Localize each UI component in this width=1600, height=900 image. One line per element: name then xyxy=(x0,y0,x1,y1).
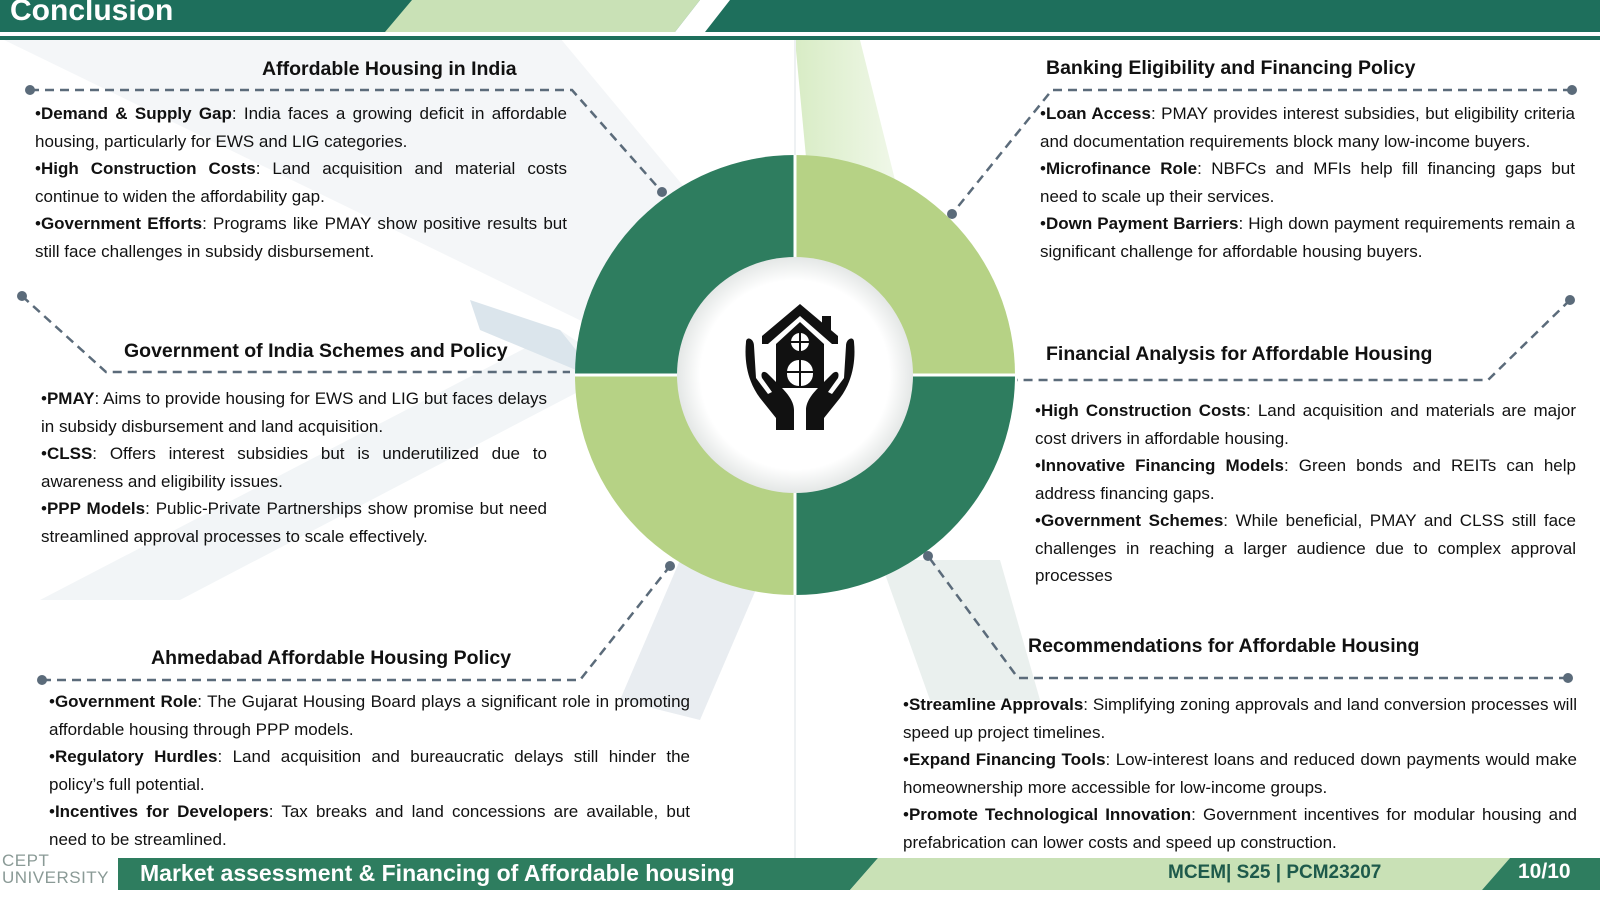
bullet-item: •High Construction Costs: Land acquisiti… xyxy=(35,159,567,206)
bg-ray xyxy=(620,560,760,720)
section-title-recommendations: Recommendations for Affordable Housing xyxy=(1028,635,1420,657)
section-title-banking: Banking Eligibility and Financing Policy xyxy=(1046,57,1416,79)
dashed-connectors xyxy=(21,88,1572,682)
section-title-ahmedabad: Ahmedabad Affordable Housing Policy xyxy=(151,647,512,669)
logo-line-1: CEPT xyxy=(2,851,50,870)
bullet-item: •Regulatory Hurdles: Land acquisition an… xyxy=(49,747,691,794)
section-body-govt-schemes: •PMAY: Aims to provide housing for EWS a… xyxy=(41,385,547,550)
section-body-ahmedabad: •Government Role: The Gujarat Housing Bo… xyxy=(49,688,690,853)
bg-ray xyxy=(0,38,720,330)
bullet-item: •CLSS: Offers interest subsidies but is … xyxy=(41,444,547,491)
bullet-item: •Microfinance Role: NBFCs and MFIs help … xyxy=(1040,159,1575,206)
bullet-item: •Government Role: The Gujarat Housing Bo… xyxy=(49,692,690,739)
bullet-item: •Incentives for Developers: Tax breaks a… xyxy=(49,802,691,849)
bullet-item: •High Construction Costs: Land acquisiti… xyxy=(1035,401,1576,448)
footer-course-code: MCEM| S25 | PCM23207 xyxy=(1168,862,1382,883)
house-in-hands-icon xyxy=(745,304,855,430)
bullet-item: •Innovative Financing Models: Green bond… xyxy=(1035,456,1576,503)
bullet-item: •PMAY: Aims to provide housing for EWS a… xyxy=(41,389,547,436)
header-bar xyxy=(0,0,1600,40)
cept-university-logo: CEPT UNIVERSITY xyxy=(0,851,116,891)
section-body-banking: •Loan Access: PMAY provides interest sub… xyxy=(1040,100,1575,265)
bullet-item: •Promote Technological Innovation: Gover… xyxy=(903,805,1577,852)
page-title: Conclusion xyxy=(10,0,174,27)
bullet-item: •Government Schemes: While beneficial, P… xyxy=(1035,511,1576,585)
section-body-recommendations: •Streamline Approvals: Simplifying zonin… xyxy=(903,691,1577,856)
footer-presentation-title: Market assessment & Financing of Afforda… xyxy=(140,860,735,886)
bg-ray xyxy=(880,560,1040,700)
logo-line-2: UNIVERSITY xyxy=(2,868,110,887)
bullet-item: •Down Payment Barriers: High down paymen… xyxy=(1040,214,1575,261)
bullet-item: •Loan Access: PMAY provides interest sub… xyxy=(1040,104,1576,151)
section-title-financial-analysis: Financial Analysis for Affordable Housin… xyxy=(1046,343,1433,365)
bullet-item: •PPP Models: Public-Private Partnerships… xyxy=(41,499,548,546)
bullet-item: •Expand Financing Tools: Low-interest lo… xyxy=(903,750,1577,797)
bg-ray xyxy=(470,300,600,380)
bullet-item: •Demand & Supply Gap: India faces a grow… xyxy=(35,104,567,151)
section-title-affordable-housing: Affordable Housing in India xyxy=(262,58,517,80)
connector-dots xyxy=(17,85,1577,685)
bullet-item: •Government Efforts: Programs like PMAY … xyxy=(35,214,567,261)
bullet-item: •Streamline Approvals: Simplifying zonin… xyxy=(903,695,1577,742)
footer-bar xyxy=(118,858,1600,890)
section-body-affordable-housing: •Demand & Supply Gap: India faces a grow… xyxy=(35,100,567,265)
section-body-financial-analysis: •High Construction Costs: Land acquisiti… xyxy=(1035,397,1576,590)
section-title-govt-schemes: Government of India Schemes and Policy xyxy=(124,340,508,362)
bg-ray xyxy=(40,330,620,600)
page-number: 10/10 xyxy=(1518,860,1571,883)
